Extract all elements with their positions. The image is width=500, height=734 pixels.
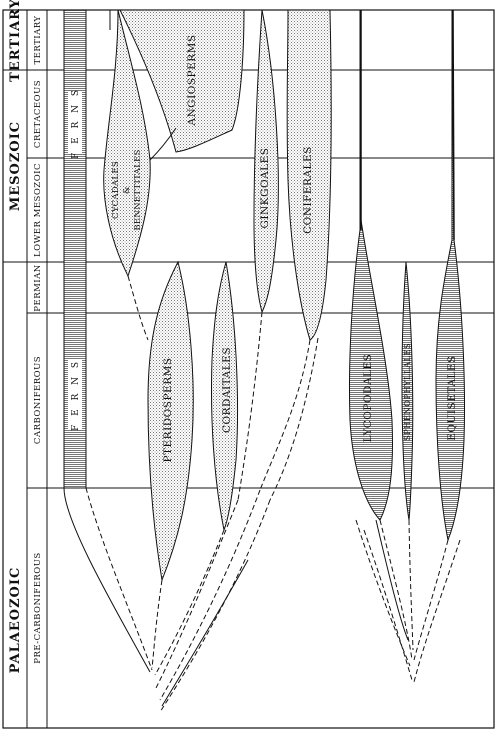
period-label-pre-carboniferous: PRE-CARBONIFEROUS: [33, 552, 43, 664]
equisetales-label: EQUISETALES: [446, 355, 458, 440]
period-label-carboniferous: CARBONIFEROUS: [33, 356, 43, 444]
cycadales-label-2: &: [122, 186, 132, 194]
ferns-label-lower: F E R N S: [71, 359, 81, 431]
ferns-column: F E R N S F E R N S: [63, 9, 153, 673]
cycadales-label-3: BENNETTITALES: [133, 149, 143, 230]
lycopodales-shape: LYCOPODALES: [349, 9, 413, 661]
coniferales-label: CONIFERALES: [302, 146, 314, 234]
angiosperms-label: ANGIOSPERMS: [186, 34, 198, 126]
period-label-tertiary: TERTIARY: [33, 15, 43, 64]
cordaitales-shape: CORDAITALES: [154, 261, 239, 676]
cordaitales-label: CORDAITALES: [221, 347, 233, 433]
lycopodales-label: LYCOPODALES: [362, 354, 374, 443]
period-label-lower-mesozoic: LOWER MESOZOIC: [33, 163, 43, 257]
equisetales-shape: EQUISETALES: [413, 9, 465, 661]
inner-frame: [46, 9, 495, 729]
pteridosperms-shape: PTERIDOSPERMS: [147, 260, 194, 669]
ginkgoales-shape: GINKGOALES: [237, 9, 279, 501]
period-label-cretaceous: CRETACEOUS: [33, 80, 43, 148]
era-label-palaeozoic: PALAEOZOIC: [8, 567, 23, 674]
sphenophyllales-shape: SPHENOPHYLLALES: [401, 261, 414, 651]
sphenophyllales-label: SPHENOPHYLLALES: [403, 343, 413, 441]
pteridosperms-label: PTERIDOSPERMS: [162, 357, 174, 462]
cycadales-shape: CYCADALES & BENNETTITALES: [103, 9, 177, 341]
period-label-permian: PERMIAN: [33, 264, 43, 312]
cycadales-label-1: CYCADALES: [111, 161, 121, 219]
angiosperms-shape: ANGIOSPERMS: [119, 9, 245, 153]
era-label-mesozoic: MESOZOIC: [8, 121, 23, 211]
ginkgoales-label: GINKGOALES: [259, 148, 271, 229]
ferns-label-upper: F E R N S: [71, 87, 81, 159]
era-label-tertiary: TERTIARY: [8, 0, 23, 82]
coniferales-shape: CONIFERALES: [259, 9, 332, 501]
